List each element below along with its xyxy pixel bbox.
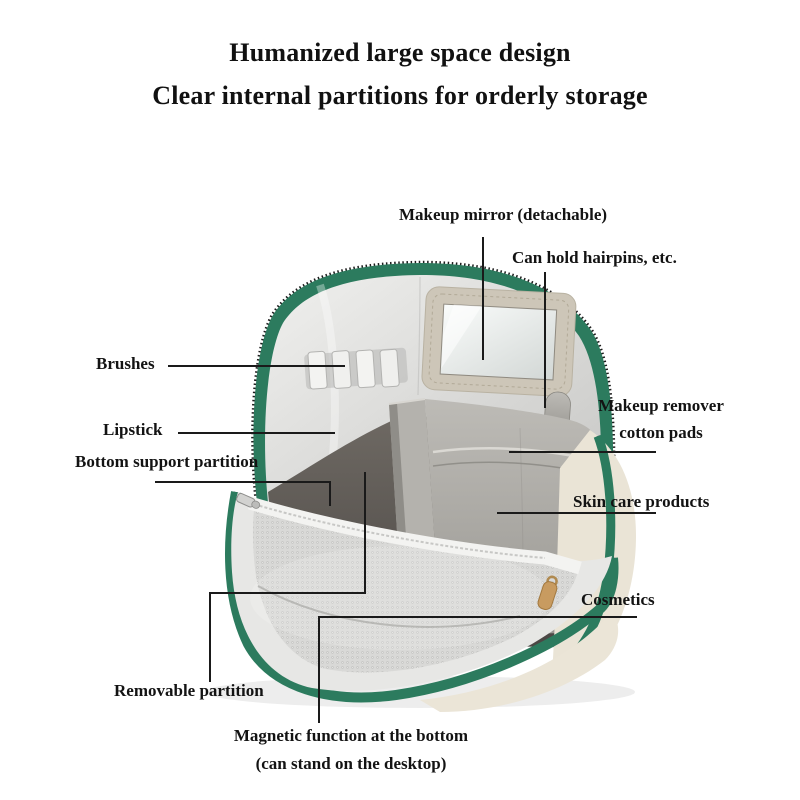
- brush-loops: [304, 347, 408, 390]
- callout-skin-care: Skin care products: [573, 492, 710, 511]
- callout-makeup-remover-line2: cotton pads: [619, 423, 703, 442]
- callout-magnetic-line2: (can stand on the desktop): [255, 754, 447, 773]
- leader-hairpins: [544, 272, 546, 408]
- leader-bottom-support-h: [155, 481, 331, 483]
- leader-brushes: [168, 365, 345, 367]
- callout-hairpins: Can hold hairpins, etc.: [512, 248, 677, 267]
- leader-removable-v2: [209, 592, 211, 682]
- callout-brushes: Brushes: [96, 354, 155, 373]
- leader-bottom-support-v: [329, 481, 331, 506]
- leader-lipstick: [178, 432, 335, 434]
- bottom-exterior-rim: [420, 612, 619, 712]
- leader-magnetic-v: [318, 616, 320, 723]
- callout-lipstick: Lipstick: [103, 420, 163, 439]
- makeup-mirror: [421, 286, 577, 397]
- callout-makeup-remover-line1: Makeup remover: [598, 396, 724, 415]
- callout-removable-partition: Removable partition: [114, 681, 264, 700]
- leader-removable-v1: [364, 472, 366, 594]
- leader-makeup-remover: [509, 451, 656, 453]
- front-flap: [225, 491, 619, 703]
- leader-makeup-mirror: [482, 237, 484, 360]
- mesh-pocket: [252, 510, 579, 673]
- title-line-2: Clear internal partitions for orderly st…: [152, 81, 648, 110]
- callout-bottom-support-partition: Bottom support partition: [75, 452, 259, 471]
- leather-zipper-pull: [537, 575, 558, 611]
- callout-magnetic-line1: Magnetic function at the bottom: [233, 726, 469, 745]
- callout-makeup-mirror: Makeup mirror (detachable): [399, 205, 608, 224]
- title-line-1: Humanized large space design: [229, 38, 571, 67]
- leader-removable-h: [209, 592, 366, 594]
- leader-skin-care: [497, 512, 656, 514]
- callout-cosmetics: Cosmetics: [581, 590, 655, 609]
- mesh-zipper-pull: [236, 492, 261, 509]
- leader-cosmetics: [319, 616, 637, 618]
